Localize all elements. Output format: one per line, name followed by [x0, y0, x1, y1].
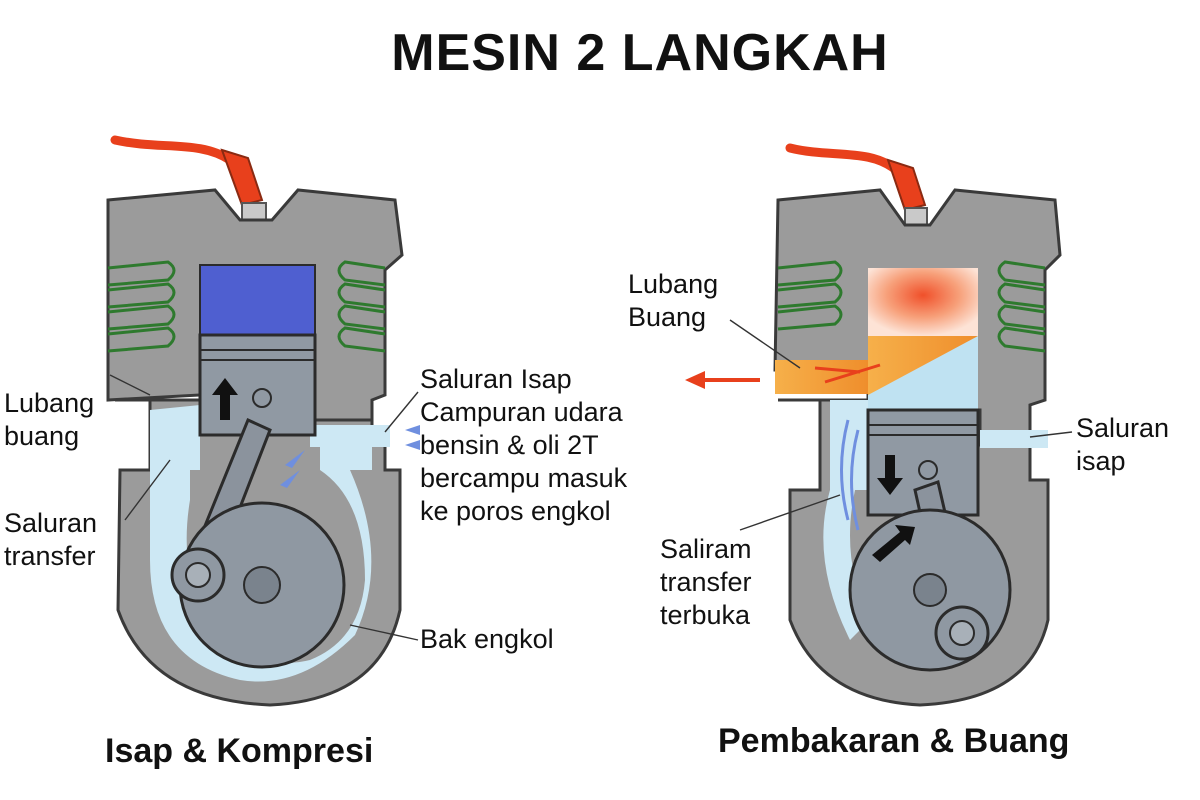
label-left-crankcase: Bak engkol — [420, 624, 554, 654]
piston-left — [198, 333, 317, 437]
right-engine — [685, 143, 1073, 707]
exhaust-out-arrow — [685, 371, 760, 389]
spark-plug-cap — [220, 148, 264, 207]
label-right-transfer-port: Saliram transfer terbuka — [660, 534, 759, 630]
caption-right: Pembakaran & Buang — [718, 722, 1069, 760]
intake-channel — [310, 425, 390, 447]
fresh-mixture-crankcase — [150, 405, 372, 682]
spark-plug-wire — [110, 135, 235, 165]
cooling-fins-right — [777, 260, 1046, 353]
spark-plug-cap-right — [886, 158, 927, 212]
caption-left: Isap & Kompresi — [105, 732, 373, 770]
exhaust-port-right — [775, 360, 868, 394]
piston-up-arrow — [212, 378, 238, 420]
label-left-transfer-port: Saluran transfer — [4, 508, 105, 571]
crank-rotation-arrow — [872, 525, 915, 562]
exhaust-gas-wedge — [868, 336, 978, 395]
cooling-fins-left — [107, 260, 386, 353]
label-right-intake-port: Saluran isap — [1076, 413, 1177, 476]
label-left-exhaust-port: Lubang buang — [4, 388, 102, 451]
transfer-flow-arrows-right — [840, 419, 860, 531]
diagram-title: MESIN 2 LANGKAH — [391, 24, 888, 82]
label-left-intake-port: Saluran Isap Campuran udara bensin & oli… — [420, 364, 635, 526]
intake-channel-right — [980, 430, 1048, 448]
compressed-charge — [199, 264, 316, 341]
combustion-chamber — [868, 268, 978, 336]
left-engine — [106, 135, 420, 707]
spark-plug-wire-right — [785, 143, 901, 175]
label-right-exhaust-port: Lubang Buang — [628, 269, 726, 332]
intake-flow-arrows-left — [280, 425, 420, 488]
piston-down-arrow — [877, 455, 903, 495]
